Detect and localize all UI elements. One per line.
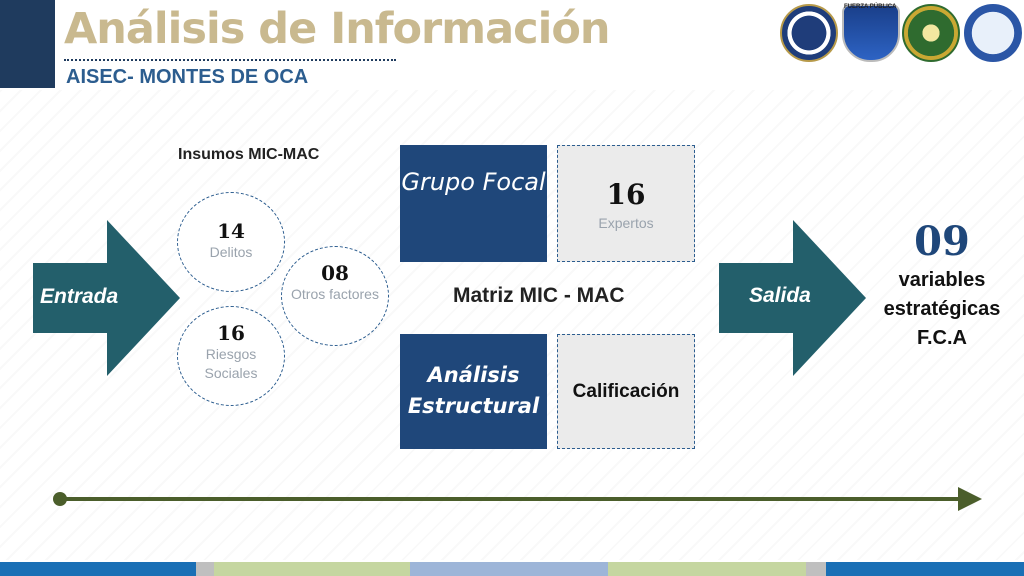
header-accent-block [0, 0, 55, 88]
insumo-label: Otros factores [291, 286, 379, 302]
entrada-arrow [33, 220, 180, 376]
result-value: 09 [914, 218, 970, 265]
insumo-label: Riesgos Sociales [204, 346, 258, 381]
result-block: 09 variables estratégicas F.C.A [866, 218, 1018, 353]
insumo-label: Delitos [209, 244, 253, 260]
fuerza-publica-logo-icon [842, 4, 900, 62]
insumos-title: Insumos MIC-MAC [178, 146, 320, 163]
matriz-label: Matriz MIC - MAC [453, 284, 625, 307]
title-underline [64, 59, 396, 61]
police-logo-icon [902, 4, 960, 62]
salida-arrow [719, 220, 866, 376]
aisec-logo-icon [964, 4, 1022, 62]
insumo-delitos: 14 Delitos [177, 192, 285, 292]
page-title: Análisis de Información [64, 4, 610, 54]
insumo-value: 14 [217, 219, 245, 243]
insumo-value: 08 [321, 261, 349, 285]
calificacion-label: Calificación [572, 381, 680, 402]
insumo-riesgos-sociales: 16 Riesgos Sociales [177, 306, 285, 406]
expertos-box: 16 Expertos [557, 145, 695, 262]
entrada-label: Entrada [40, 285, 119, 308]
insumo-value: 16 [217, 321, 245, 345]
footer-color-strip [0, 562, 1024, 576]
us-embassy-logo-icon [780, 4, 838, 62]
expertos-label: Expertos [598, 215, 654, 231]
timeline-arrow [53, 487, 982, 511]
expertos-value: 16 [606, 178, 646, 211]
logo-strip: FUERZA PÚBLICA [778, 4, 1024, 66]
result-label: variables estratégicas F.C.A [883, 269, 1001, 349]
grupo-focal-box: Grupo Focal [400, 145, 547, 262]
salida-label: Salida [749, 284, 811, 307]
calificacion-box: Calificación [557, 334, 695, 449]
logo-caption: FUERZA PÚBLICA [844, 4, 897, 10]
analisis-estructural-box: Análisis Estructural [400, 334, 547, 449]
page-subtitle: AISEC- MONTES DE OCA [66, 66, 309, 88]
insumo-otros-factores: 08 Otros factores [281, 246, 389, 346]
